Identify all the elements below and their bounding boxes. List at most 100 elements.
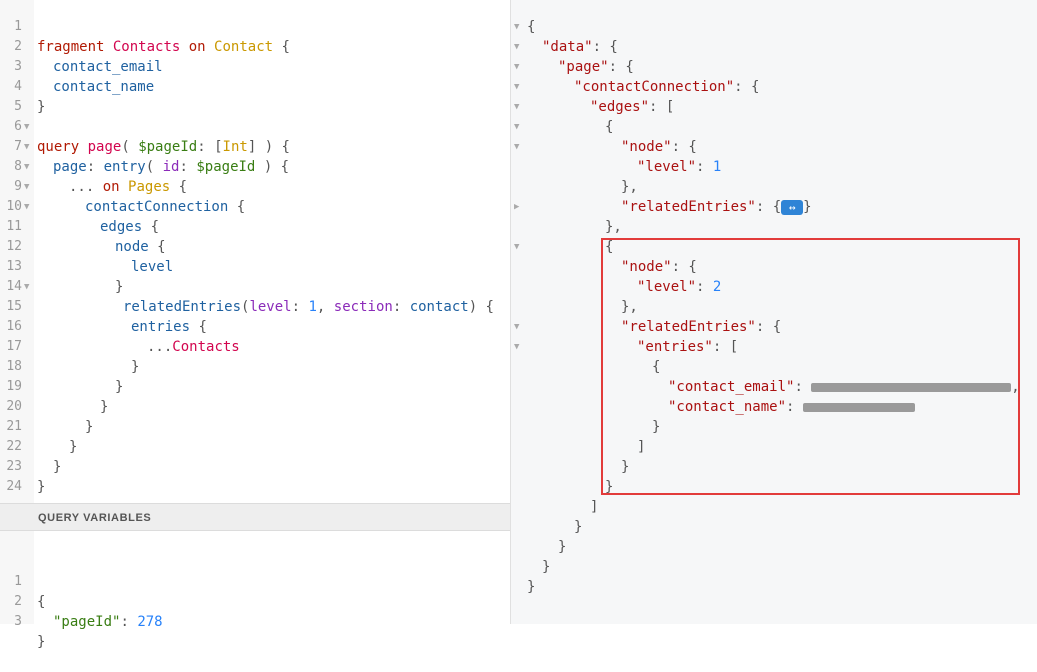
- punctuation: }: [37, 99, 46, 115]
- code-line[interactable]: }: [0, 377, 510, 415]
- fold-arrow-icon[interactable]: ▼: [514, 82, 520, 92]
- fold-arrow-icon[interactable]: ▼: [514, 22, 520, 32]
- code-line[interactable]: }: [0, 417, 510, 455]
- code-line[interactable]: contact_name: [0, 57, 510, 95]
- result-line: ]: [0, 437, 1037, 457]
- punctuation: }: [605, 479, 614, 495]
- line-number: 3: [14, 614, 22, 629]
- json-key: "relatedEntries": [621, 319, 756, 335]
- result-line: ▼"contactConnection": {: [0, 77, 1037, 97]
- punctuation: }: [69, 439, 78, 455]
- punctuation: }: [115, 279, 124, 295]
- code-line[interactable]: }: [0, 357, 510, 395]
- code-line[interactable]: entries {: [0, 297, 510, 335]
- code-line[interactable]: edges {: [0, 197, 510, 235]
- fold-arrow-icon[interactable]: ▼: [514, 142, 520, 152]
- result-line: ]: [0, 497, 1037, 517]
- line-number: 10: [6, 199, 22, 214]
- line-number-row: 21: [0, 417, 34, 437]
- result-viewer[interactable]: [511, 0, 1037, 624]
- fold-arrow-icon[interactable]: ▼: [24, 182, 30, 192]
- result-line: ▼{: [0, 117, 1037, 137]
- json-key: "level": [637, 159, 697, 175]
- fold-arrow-icon[interactable]: ▼: [514, 42, 520, 52]
- result-line: "level": 1: [0, 157, 1037, 177]
- fold-arrow-icon[interactable]: ▼: [24, 282, 30, 292]
- code-line[interactable]: 1 {: [0, 552, 510, 610]
- line-number: 18: [6, 359, 22, 374]
- fragment-name: Contacts: [172, 339, 240, 355]
- punctuation: },: [605, 219, 622, 235]
- query-variables-header[interactable]: QUERY VARIABLES: [0, 503, 510, 531]
- type-name: Pages: [128, 179, 171, 195]
- line-number-row: 13: [0, 257, 34, 277]
- fold-arrow-icon[interactable]: ▼: [24, 162, 30, 172]
- json-key: "contact_name": [668, 399, 787, 415]
- punctuation: : {: [755, 319, 782, 335]
- line-number-row: 9▼: [0, 177, 34, 197]
- punctuation: :: [86, 159, 96, 175]
- punctuation: }: [621, 459, 630, 475]
- punctuation: }: [803, 199, 812, 215]
- code-line[interactable]: contact_email: [0, 37, 510, 75]
- fold-arrow-icon[interactable]: ▼: [514, 62, 520, 72]
- line-number-row: 16: [0, 317, 34, 337]
- punctuation: :: [786, 399, 803, 415]
- punctuation: : [: [712, 339, 739, 355]
- code-line[interactable]: contactConnection {: [0, 177, 510, 215]
- result-line: ▼{: [0, 237, 1037, 257]
- punctuation: ) {: [264, 139, 290, 155]
- punctuation: {: [652, 359, 661, 375]
- line-number-row: 18: [0, 357, 34, 377]
- code-line[interactable]: level: [0, 237, 510, 275]
- punctuation: : {: [671, 259, 697, 275]
- json-number: 2: [712, 279, 722, 295]
- fold-arrow-icon[interactable]: ▼: [514, 242, 520, 252]
- json-key: "data": [542, 39, 593, 55]
- line-number-row: 6▼: [0, 117, 34, 137]
- query-variables-title: QUERY VARIABLES: [38, 512, 152, 524]
- code-line[interactable]: }: [0, 77, 510, 115]
- fold-arrow-icon[interactable]: ▼: [514, 322, 520, 332]
- code-line[interactable]: }: [0, 437, 510, 475]
- punctuation: :: [197, 139, 206, 155]
- fold-arrow-icon[interactable]: ▼: [514, 122, 520, 132]
- line-number: 17: [6, 339, 22, 354]
- pane-divider[interactable]: [510, 0, 511, 624]
- fold-arrow-icon[interactable]: ▼: [24, 122, 30, 132]
- code-line[interactable]: relatedEntries(level: 1, section: contac…: [0, 277, 510, 315]
- line-number-row: 11: [0, 217, 34, 237]
- code-line[interactable]: }: [0, 457, 510, 495]
- variable-key: "pageId": [53, 614, 121, 630]
- punctuation: (: [241, 299, 250, 315]
- keyword: on: [102, 179, 120, 195]
- expand-collapsed-button[interactable]: ↔: [781, 199, 804, 215]
- variables-line-number-gutter: [0, 531, 34, 624]
- punctuation: :: [696, 159, 713, 175]
- code-line[interactable]: fragment Contacts on Contact {: [0, 17, 510, 55]
- result-line: ▼"page": {: [0, 57, 1037, 77]
- fold-arrow-icon[interactable]: ▼: [514, 342, 520, 352]
- code-line[interactable]: node {: [0, 217, 510, 255]
- line-number: 21: [6, 419, 22, 434]
- code-line[interactable]: }: [0, 397, 510, 435]
- code-line[interactable]: ... on Pages {: [0, 157, 510, 195]
- code-line[interactable]: page: entry( id: $pageId ) {: [0, 137, 510, 175]
- line-number: 8: [14, 159, 22, 174]
- fold-arrow-icon[interactable]: ▼: [24, 142, 30, 152]
- fold-arrow-icon[interactable]: ▼: [24, 202, 30, 212]
- fold-arrow-right-icon[interactable]: ▶: [514, 202, 520, 212]
- json-key: "page": [558, 59, 609, 75]
- field-name: relatedEntries: [123, 299, 242, 315]
- code-line[interactable]: query page( $pageId: [Int] ) {: [0, 117, 510, 155]
- result-line: ▼ "relatedEntries": {: [0, 317, 1037, 337]
- code-line[interactable]: ...Contacts: [0, 317, 510, 355]
- result-line: ▼"data": {: [0, 37, 1037, 57]
- code-line[interactable]: }: [0, 257, 510, 295]
- fold-arrow-icon[interactable]: ▼: [514, 102, 520, 112]
- code-line[interactable]: }: [0, 337, 510, 375]
- line-number-row: 8▼: [0, 157, 34, 177]
- json-key: "level": [637, 279, 697, 295]
- result-line: "level": 2: [0, 277, 1037, 297]
